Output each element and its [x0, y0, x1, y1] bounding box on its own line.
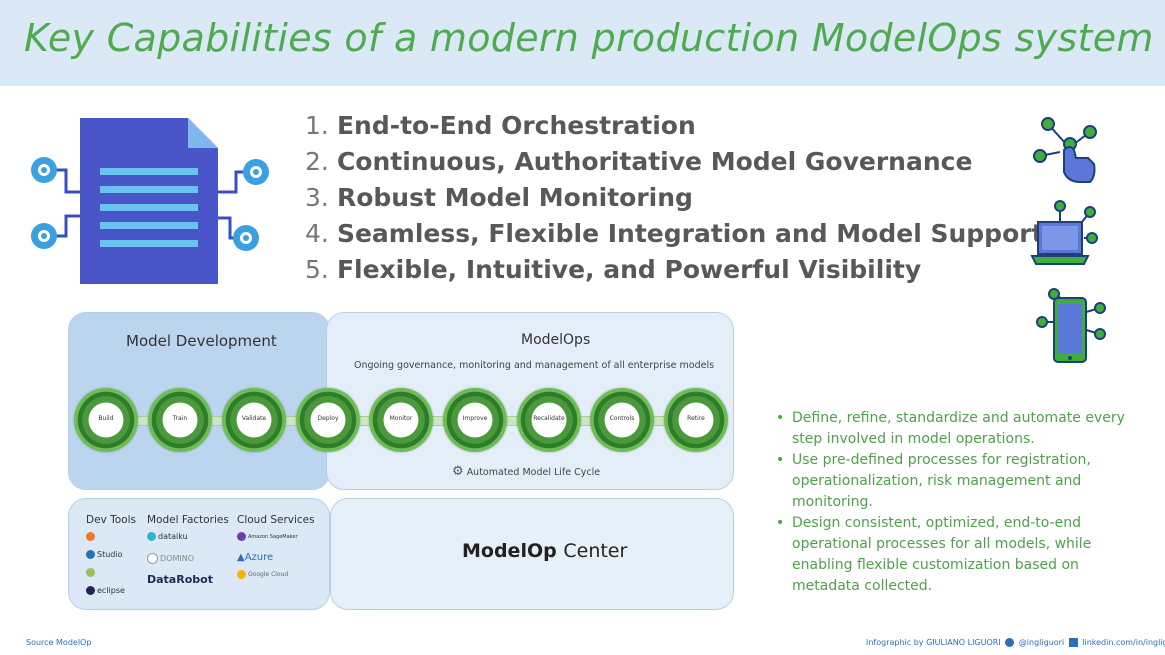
capability-item: 5. Flexible, Intuitive, and Powerful Vis…: [305, 252, 1005, 288]
capability-item: 1. End-to-End Orchestration: [305, 108, 1005, 144]
benefit-item: Define, refine, standardize and automate…: [772, 408, 1142, 450]
author-credit: Infographic by GIULIANO LIGUORI @ingligu…: [866, 638, 1165, 647]
stage-ring: Train: [148, 388, 212, 452]
capability-list: 1. End-to-End Orchestration 2. Continuou…: [305, 108, 1044, 288]
stage-ring: Validate: [222, 388, 286, 452]
capability-text: Robust Model Monitoring: [336, 183, 693, 212]
tool-item-label: Azure: [244, 552, 274, 563]
tool-item-label: Studio: [97, 550, 123, 559]
integrations-panel: [68, 498, 330, 610]
capability-number: 1.: [305, 111, 329, 140]
tool-item-label: eclipse: [97, 586, 125, 595]
tool-item: DOMINO: [147, 553, 194, 564]
capability-item: 2. Continuous, Authoritative Model Gover…: [305, 144, 1005, 180]
jupyter-logo-icon: [86, 532, 97, 541]
stage-label: Retire: [687, 415, 705, 422]
capability-text: End-to-End Orchestration: [336, 111, 696, 140]
stage-label: Improve: [462, 415, 488, 422]
stage-ring: Recalidate: [517, 388, 581, 452]
tool-group-title: Model Factories: [147, 514, 229, 526]
tool-item-label: Google Cloud: [248, 571, 289, 578]
stage-label: Validate: [241, 415, 267, 422]
tool-item-label: DataRobot: [147, 573, 213, 586]
tool-item: dataiku: [147, 532, 188, 541]
stage-ring: Controls: [590, 388, 654, 452]
modelop-center-logo: ModelOp Center: [462, 540, 627, 562]
capability-number: 3.: [305, 183, 329, 212]
page-title: Key Capabilities of a modern production …: [24, 16, 1154, 60]
anaconda-logo-icon: [86, 568, 97, 577]
lifecycle-label: Automated Model Life Cycle: [466, 467, 601, 478]
capability-item: 4. Seamless, Flexible Integration and Mo…: [305, 216, 1044, 252]
tool-item: Studio: [86, 550, 122, 559]
document-icon: [24, 112, 274, 297]
twitter-icon: [1005, 638, 1015, 647]
modelop-center-panel: [330, 498, 734, 610]
tool-item: DataRobot: [147, 573, 213, 586]
azure-logo-icon: ▲: [237, 552, 245, 563]
model-development-title: Model Development: [126, 332, 277, 350]
stage-ring: Deploy: [296, 388, 360, 452]
source-credit: Source ModelOp: [26, 638, 92, 647]
stage-label: Monitor: [389, 415, 413, 422]
capability-text: Continuous, Authoritative Model Governan…: [336, 147, 973, 176]
stage-label: Deploy: [317, 415, 339, 422]
tool-item-label: dataiku: [158, 532, 188, 541]
stage-ring: Monitor: [369, 388, 433, 452]
modelops-subtitle: Ongoing governance, monitoring and manag…: [354, 360, 715, 371]
tool-group-title: Dev Tools: [86, 514, 136, 526]
tool-group-title: Cloud Services: [237, 514, 315, 526]
stage-label: Train: [172, 415, 188, 422]
title-band: Key Capabilities of a modern production …: [0, 0, 1165, 86]
laptop-network-icon: [1030, 198, 1102, 272]
capability-number: 2.: [305, 147, 329, 176]
capability-text: Seamless, Flexible Integration and Model…: [336, 219, 1044, 248]
tool-item: eclipse: [86, 586, 125, 595]
capability-number: 5.: [305, 255, 329, 284]
linkedin-icon: [1068, 638, 1078, 647]
modelops-diagram: Model Development ModelOps Ongoing gover…: [68, 312, 734, 612]
brand-center: Center: [563, 540, 628, 562]
stage-ring: Improve: [443, 388, 507, 452]
brand-op: Op: [526, 540, 557, 562]
stage-label: Controls: [609, 415, 635, 422]
linkedin-link[interactable]: linkedin.com/in/ingliguori: [1082, 638, 1165, 647]
stage-label: Build: [98, 415, 114, 422]
author-credit-text: Infographic by GIULIANO LIGUORI: [866, 638, 1001, 647]
benefit-item: Design consistent, optimized, end-to-end…: [772, 513, 1142, 597]
capability-item: 3. Robust Model Monitoring: [305, 180, 1005, 216]
phone-network-icon: [1030, 286, 1110, 370]
tool-item-label: DOMINO: [160, 554, 194, 563]
benefit-item: Use pre-defined processes for registrati…: [772, 450, 1142, 513]
benefits-list: Define, refine, standardize and automate…: [772, 408, 1142, 597]
brand-model: Model: [462, 540, 527, 562]
stage-label: Recalidate: [533, 415, 565, 422]
lifecycle-caption: ⚙ Automated Model Life Cycle: [452, 464, 600, 479]
stage-ring: Retire: [664, 388, 728, 452]
tool-item-label: Amazon SageMaker: [248, 534, 298, 540]
tool-item: ▲Azure: [237, 552, 273, 563]
tool-item: Amazon SageMaker: [237, 532, 298, 541]
modelops-title: ModelOps: [521, 332, 591, 348]
touch-network-icon: [1030, 114, 1100, 190]
capability-number: 4.: [305, 219, 329, 248]
stage-ring: Build: [74, 388, 138, 452]
document-node-graphic: [31, 118, 269, 284]
gear-icon: ⚙: [452, 464, 464, 479]
twitter-handle[interactable]: @ingliguori: [1018, 638, 1065, 647]
tool-item: Google Cloud: [237, 570, 288, 579]
capability-text: Flexible, Intuitive, and Powerful Visibi…: [336, 255, 922, 284]
